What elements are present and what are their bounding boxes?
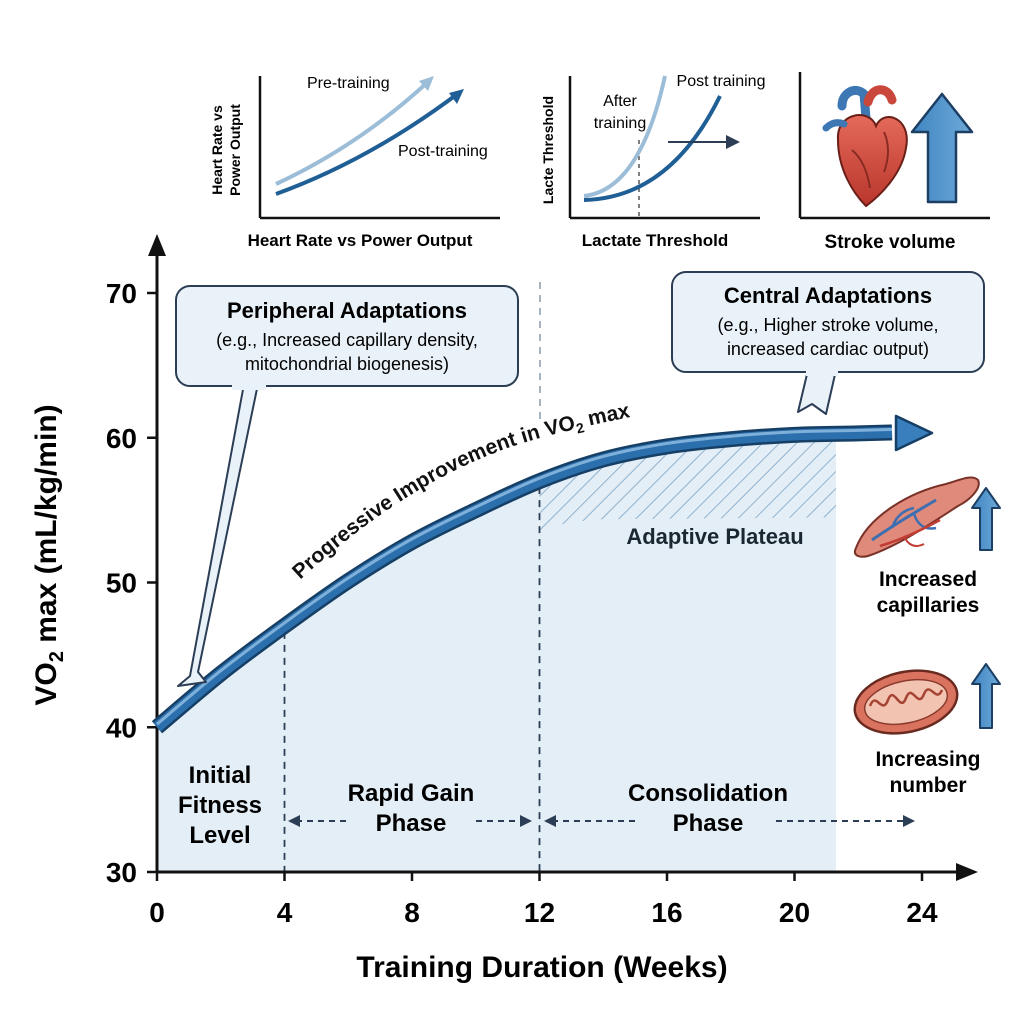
inset-stroke-volume: Stroke volume [798,72,990,253]
capillaries-label-1: Increased [879,568,977,591]
area-under-curve [157,434,836,872]
inset1-title: Heart Rate vs Power Output [248,231,473,250]
vo2-curve [153,426,893,732]
phase-initial-line2: Fitness [178,792,262,819]
x-axis-title: Training Duration (Weeks) [356,951,727,984]
mitochondria-icon [853,669,959,735]
stroke-volume-up-arrow-icon [910,92,974,204]
phase-rapid-line1: Rapid Gain [348,780,475,807]
central-line2: increased cardiac output) [727,339,929,359]
mito-label-1: Increasing [875,748,980,771]
capillaries-group: Increased capillaries [854,476,1001,617]
inset2-legend-after-1: After [603,93,637,110]
peripheral-title: Peripheral Adaptations [227,298,467,323]
inset2-shift-arrowhead [726,135,740,149]
central-pointer [797,369,837,415]
inset1-post-training-line [275,90,462,196]
x-tick-label: 24 [906,897,938,928]
x-tick-label: 20 [779,897,810,928]
central-callout: Central Adaptations (e.g., Higher stroke… [671,271,985,415]
heart-icon [822,85,908,208]
inset2-title: Lactate Threshold [582,231,728,250]
y-axis-arrowhead [148,234,166,256]
peripheral-line2: mitochondrial biogenesis) [245,354,449,374]
peripheral-line1: (e.g., Increased capillary density, [216,330,478,350]
phase-rapid-line2: Phase [376,810,447,837]
inset1-ylabel-1: Heart Rate vs [209,105,225,195]
inset1-ylabel-2: Power Output [227,104,243,196]
adaptive-plateau-label: Adaptive Plateau [626,524,803,549]
mito-label-2: number [889,774,966,797]
x-axis-arrowhead [956,863,978,881]
inset1-legend-pre: Pre-training [307,75,390,92]
inset1-pre-arrowhead [419,76,434,91]
phase-consolidation-label: Consolidation Phase [544,780,915,837]
vo2-curve-highlight [156,427,893,726]
vo2-curve-arrowhead [894,414,934,452]
x-tick-label: 12 [524,897,555,928]
phase-rapid-gain-label: Rapid Gain Phase [288,780,532,837]
peripheral-callout: Peripheral Adaptations (e.g., Increased … [175,285,519,687]
inset2-legend-after-2: training [594,115,646,132]
capillaries-label-2: capillaries [877,594,980,617]
mitochondria-up-arrow-icon [971,663,1001,729]
inset3-title: Stroke volume [825,232,956,253]
inset-heart-rate: Heart Rate vs Power Output Pre-training … [209,75,500,250]
y-tick-label: 30 [106,857,137,888]
phase-consolidation-line1: Consolidation [628,780,788,807]
y-tick-label: 70 [106,278,137,309]
phase-initial-line1: Initial [189,762,252,789]
phase-consolidation-line2: Phase [673,810,744,837]
mitochondria-group: Increasing number [853,663,1001,797]
x-tick-label: 4 [277,897,293,928]
inset2-ylabel: Lacte Threshold [540,96,556,204]
capillaries-up-arrow-icon [971,487,1001,551]
inset1-post-arrowhead [449,89,464,104]
y-axis-title: VO2 max (mL/kg/min) [30,404,68,705]
x-tick-label: 8 [404,897,420,928]
axis-ticks: 0 4 8 12 16 20 24 30 40 50 60 70 [106,278,938,928]
phase-initial-line3: Level [189,822,250,849]
inset2-after-training-line [583,75,667,198]
peripheral-box [175,285,519,387]
inset2-post-training-line [583,95,722,202]
inset2-legend-post: Post training [677,73,766,90]
inset1-pre-training-line [275,78,432,186]
central-line1: (e.g., Higher stroke volume, [717,315,938,335]
x-tick-label: 16 [651,897,682,928]
central-title: Central Adaptations [724,283,932,308]
inset-lactate: Lacte Threshold After training Post trai… [540,73,765,250]
inset1-legend-post: Post-training [398,143,488,160]
y-tick-label: 60 [106,423,137,454]
y-tick-label: 50 [106,568,137,599]
peripheral-pointer [177,383,259,687]
x-tick-label: 0 [149,897,165,928]
y-tick-label: 40 [106,712,137,743]
muscle-capillary-icon [854,476,980,558]
phase-initial-label: Initial Fitness Level [178,762,262,849]
